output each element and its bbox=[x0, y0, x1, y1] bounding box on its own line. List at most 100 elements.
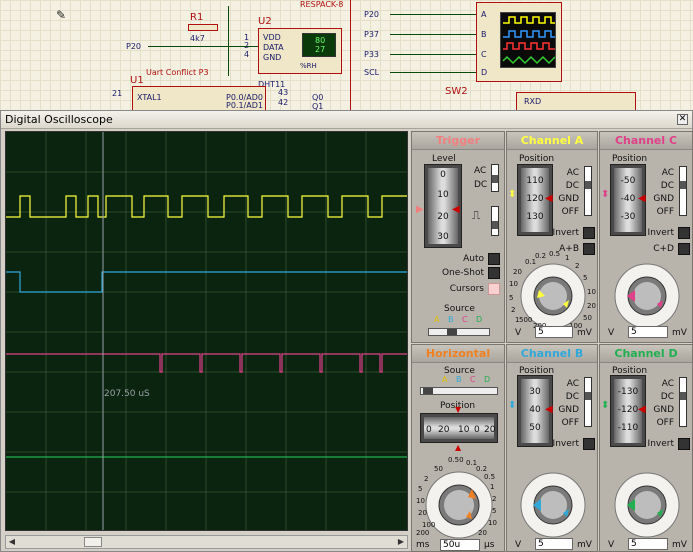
q0-label: Q0 bbox=[312, 93, 324, 102]
wire bbox=[390, 14, 476, 15]
a-tick-130: 130 bbox=[526, 212, 544, 222]
a-dial-2: 2 bbox=[575, 262, 580, 270]
close-icon[interactable]: ✕ bbox=[677, 114, 688, 125]
channel-d-position-slider[interactable]: -130 -120 -110 bbox=[610, 375, 646, 447]
channel-d-volts-dial[interactable] bbox=[603, 463, 691, 539]
scroll-right-icon[interactable]: ▶ bbox=[397, 537, 405, 546]
d-invert-button[interactable] bbox=[678, 438, 690, 450]
mcu-chip[interactable] bbox=[132, 86, 266, 110]
scroll-left-icon[interactable]: ◀ bbox=[8, 537, 16, 546]
u2-label: U2 bbox=[258, 16, 272, 27]
channel-a-coupling-switch[interactable] bbox=[584, 166, 592, 216]
channel-a-panel: Channel A Position 110 120 130 ⬍ ◀ AC DC… bbox=[506, 131, 598, 343]
h-source-c: C bbox=[470, 375, 476, 384]
channel-d-title: Channel D bbox=[600, 345, 692, 363]
horizontal-position-slider[interactable]: 0 20 10 0 20 bbox=[420, 413, 498, 443]
a-combine-button[interactable] bbox=[583, 243, 595, 255]
timebase-value-field[interactable]: 50u bbox=[440, 539, 480, 551]
resistor-r1[interactable] bbox=[188, 24, 218, 31]
timebase-dial[interactable]: 0.50 0.1 0.2 0.5 1 2 5 10 20 50 100 200 … bbox=[416, 456, 502, 539]
p00-label: P0.0/AD0 bbox=[226, 93, 263, 102]
tb-100: 100 bbox=[422, 521, 436, 529]
p20-label: P20 bbox=[126, 42, 142, 51]
channel-b-coupling-switch[interactable] bbox=[584, 377, 592, 427]
oscilloscope-window: Digital Oscilloscope ✕ 207.50 uS ◀ ▶ bbox=[0, 110, 693, 552]
channel-a-position-slider[interactable]: 110 120 130 bbox=[517, 164, 553, 236]
channel-a-title: Channel A bbox=[507, 132, 597, 150]
level-tick-20: 20 bbox=[437, 212, 449, 222]
c-combine-button[interactable] bbox=[678, 243, 690, 255]
channel-c-coupling-switch[interactable] bbox=[679, 166, 687, 216]
c-unit-right: mV bbox=[672, 328, 687, 338]
timebase-unit-left: ms bbox=[416, 540, 430, 550]
c-mode-gnd: GND bbox=[653, 194, 674, 204]
a-dial-20l: 20 bbox=[513, 268, 522, 276]
h-source-d: D bbox=[484, 375, 491, 384]
trace-channel-b bbox=[6, 271, 407, 293]
b-invert-button[interactable] bbox=[583, 438, 595, 450]
a-tick-110: 110 bbox=[526, 176, 544, 186]
trigger-level-slider[interactable]: 0 10 20 30 bbox=[424, 164, 462, 248]
pin-1: 1 bbox=[244, 33, 250, 42]
tb-5b: 5 bbox=[418, 485, 423, 493]
scope-ch-a: A bbox=[481, 10, 487, 19]
pin-43: 43 bbox=[278, 88, 289, 97]
a-volts-value-field[interactable]: 5 bbox=[535, 326, 573, 338]
scroll-thumb[interactable] bbox=[84, 537, 102, 547]
b-unit-right: mV bbox=[577, 540, 592, 550]
a-unit-right: mV bbox=[577, 328, 592, 338]
wire bbox=[148, 46, 258, 47]
channel-a-marker-icon: ⬍ bbox=[508, 189, 517, 200]
a-dial-2l: 2 bbox=[511, 306, 516, 314]
auto-button[interactable] bbox=[488, 253, 500, 265]
source-c-letter: C bbox=[462, 315, 468, 324]
level-marker-left-icon: ▶ bbox=[416, 204, 424, 215]
channel-c-position-slider[interactable]: -50 -40 -30 bbox=[610, 164, 646, 236]
channel-d-coupling-switch[interactable] bbox=[679, 377, 687, 427]
b-mode-dc: DC bbox=[565, 392, 579, 402]
channel-a-volts-dial[interactable]: 0.2 0.5 1 2 5 10 20 0.1 50 20 100 10 200… bbox=[509, 250, 597, 330]
trigger-coupling-switch[interactable] bbox=[491, 164, 499, 192]
tb-02: 0.2 bbox=[476, 465, 488, 473]
d-volts-value-field[interactable]: 5 bbox=[628, 538, 668, 550]
a-dial-10: 10 bbox=[587, 288, 596, 296]
channel-b-position-slider[interactable]: 30 40 50 bbox=[517, 375, 553, 447]
screen-horizontal-scrollbar[interactable]: ◀ ▶ bbox=[5, 535, 408, 549]
lcd-line-2: 27 bbox=[315, 45, 326, 54]
serial-terminal-symbol[interactable] bbox=[516, 92, 636, 110]
grid-lines bbox=[6, 132, 407, 530]
c-combine-label: C+D bbox=[653, 244, 674, 254]
r1-value: 4k7 bbox=[190, 34, 205, 43]
d-mode-ac: AC bbox=[661, 379, 674, 389]
h-tick-0: 0 bbox=[426, 425, 432, 435]
tb-5: 5 bbox=[492, 507, 497, 515]
oneshot-button[interactable] bbox=[488, 267, 500, 279]
cursors-button[interactable] bbox=[488, 283, 500, 295]
b-tick-30: 30 bbox=[529, 387, 541, 397]
vdd-pin-label: VDD bbox=[263, 33, 281, 42]
a-invert-button[interactable] bbox=[583, 227, 595, 239]
channel-c-volts-dial[interactable] bbox=[603, 254, 691, 330]
r1-label: R1 bbox=[190, 12, 204, 23]
a-mode-dc: DC bbox=[565, 181, 579, 191]
pencil-icon[interactable]: ✎ bbox=[56, 8, 67, 22]
trigger-source-slider[interactable] bbox=[428, 328, 490, 336]
trigger-edge-switch[interactable] bbox=[491, 206, 499, 236]
a-dial-5l: 5 bbox=[509, 294, 514, 302]
trigger-panel: Trigger Level 0 10 20 30 ▶ ◀ AC DC ⎍ Aut… bbox=[411, 131, 505, 343]
h-source-a: A bbox=[442, 375, 448, 384]
pin-2: 2 bbox=[244, 41, 249, 50]
p01-label: P0.1/AD1 bbox=[226, 101, 263, 110]
data-pin-label: DATA bbox=[263, 43, 284, 52]
horizontal-source-slider[interactable] bbox=[420, 387, 498, 395]
c-invert-button[interactable] bbox=[678, 227, 690, 239]
channel-b-volts-dial[interactable] bbox=[509, 463, 597, 539]
c-volts-value-field[interactable]: 5 bbox=[628, 326, 668, 338]
horizontal-title: Horizontal bbox=[412, 345, 504, 363]
scope-screen[interactable]: 207.50 uS bbox=[5, 131, 408, 531]
h-tick-4: 20 bbox=[484, 425, 496, 435]
window-titlebar[interactable]: Digital Oscilloscope ✕ bbox=[1, 111, 692, 129]
b-volts-value-field[interactable]: 5 bbox=[535, 538, 573, 550]
schematic-background: ✎ R1 4k7 U2 VDD DATA GND 1 2 4 80 27 %RH… bbox=[0, 0, 693, 110]
channel-a-position-label: Position bbox=[519, 154, 555, 164]
